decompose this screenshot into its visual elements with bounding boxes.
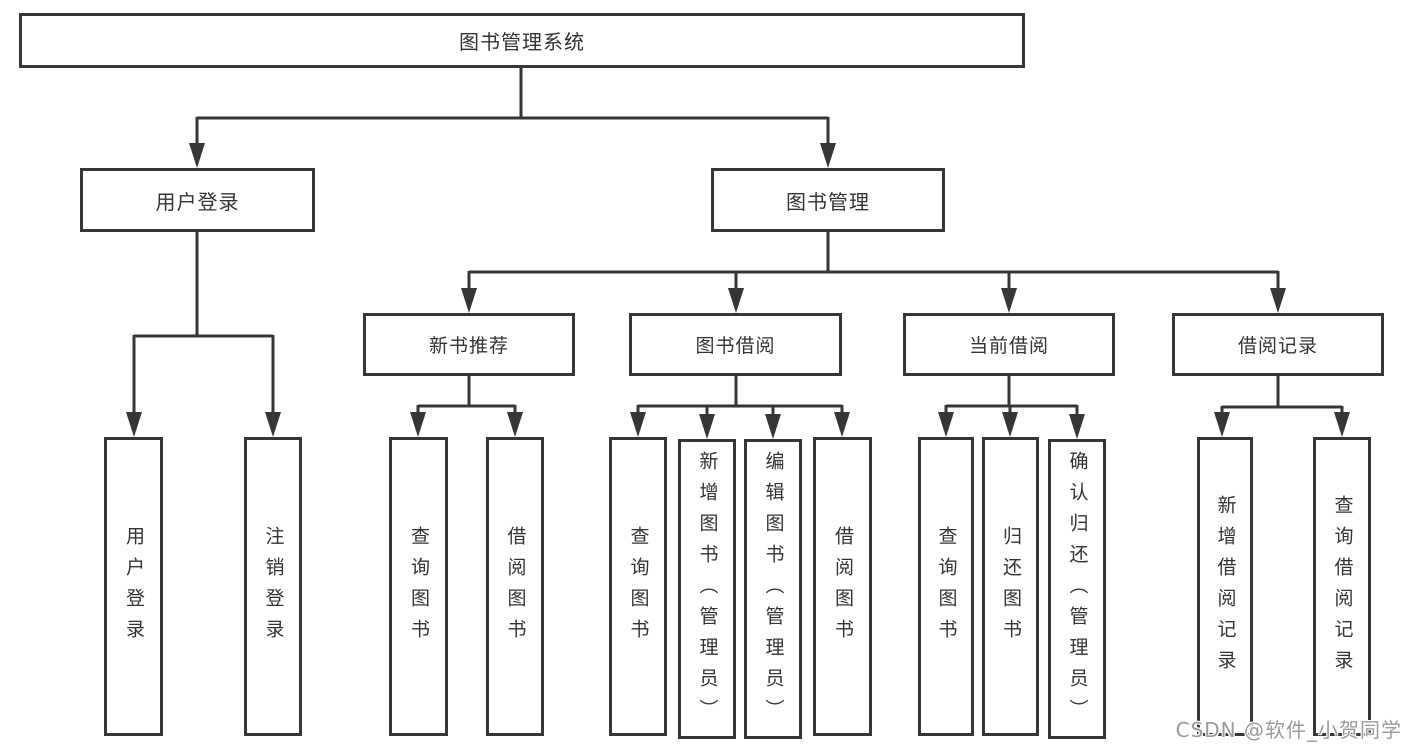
arrow-down-icon [265,412,281,437]
leaf-query-borrow-record: 查询借阅记录 [1313,437,1371,736]
leaf-add-borrow-record: 新增借阅记录 [1197,437,1253,736]
arrow-down-icon [1270,288,1286,313]
leaf-query-books-current: 查询图书 [918,437,974,736]
arrow-down-icon [1334,412,1350,437]
node-library-management-system: 图书管理系统 [19,13,1025,68]
arrow-down-icon [461,288,477,313]
leaf-confirm-return-admin: 确认归还（管理员） [1048,439,1106,739]
node-book-borrowing: 图书借阅 [629,313,842,376]
node-borrowing-records: 借阅记录 [1172,313,1384,376]
leaf-borrow-books-recommend: 借阅图书 [486,437,544,736]
arrow-down-icon [507,412,523,437]
arrow-down-icon [1214,412,1230,437]
leaf-logout: 注销登录 [244,437,302,736]
arrow-down-icon [699,414,715,439]
leaf-user-login: 用户登录 [104,437,163,736]
leaf-return-book: 归还图书 [982,437,1039,736]
arrow-down-icon [630,412,646,437]
arrow-down-icon [1002,412,1018,437]
arrow-down-icon [820,143,836,168]
node-current-borrowing: 当前借阅 [903,313,1115,376]
leaf-borrow-books-borrowing: 借阅图书 [813,437,872,736]
leaf-edit-book-admin: 编辑图书（管理员） [744,439,802,739]
leaf-query-books-borrowing: 查询图书 [609,437,667,736]
tree-edges [132,68,1344,416]
arrow-down-icon [410,412,426,437]
arrow-down-icon [1001,288,1017,313]
arrow-down-icons [126,143,1350,439]
arrow-down-icon [765,414,781,439]
node-book-management: 图书管理 [711,168,945,232]
node-new-book-recommend: 新书推荐 [363,313,575,376]
arrow-down-icon [834,412,850,437]
arrow-down-icon [126,412,142,437]
node-user-login: 用户登录 [80,168,315,232]
arrow-down-icon [938,412,954,437]
arrow-down-icon [728,288,744,313]
leaf-query-books-recommend: 查询图书 [389,437,448,736]
arrow-down-icon [1069,414,1085,439]
csdn-watermark: CSDN @软件_小贺同学 [1175,718,1402,742]
leaf-add-book-admin: 新增图书（管理员） [678,439,736,739]
arrow-down-icon [189,143,205,168]
